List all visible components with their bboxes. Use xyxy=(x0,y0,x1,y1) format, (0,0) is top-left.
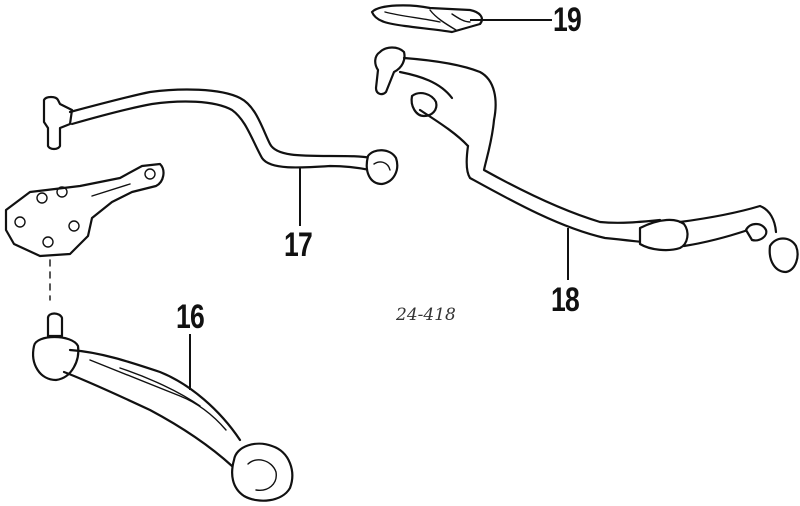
callout-17: 17 xyxy=(284,226,313,264)
reference-code: 24-418 xyxy=(396,305,456,325)
callout-16: 16 xyxy=(176,298,205,336)
part-19-bracket[interactable] xyxy=(370,4,484,34)
part-17-tension-rod[interactable] xyxy=(42,88,399,186)
mounting-plate[interactable] xyxy=(4,162,165,301)
part-18-stabilizer-arm[interactable] xyxy=(374,46,799,274)
part-16-lower-control-arm[interactable] xyxy=(32,312,294,502)
callout-18: 18 xyxy=(551,281,580,319)
callout-19: 19 xyxy=(553,1,582,39)
